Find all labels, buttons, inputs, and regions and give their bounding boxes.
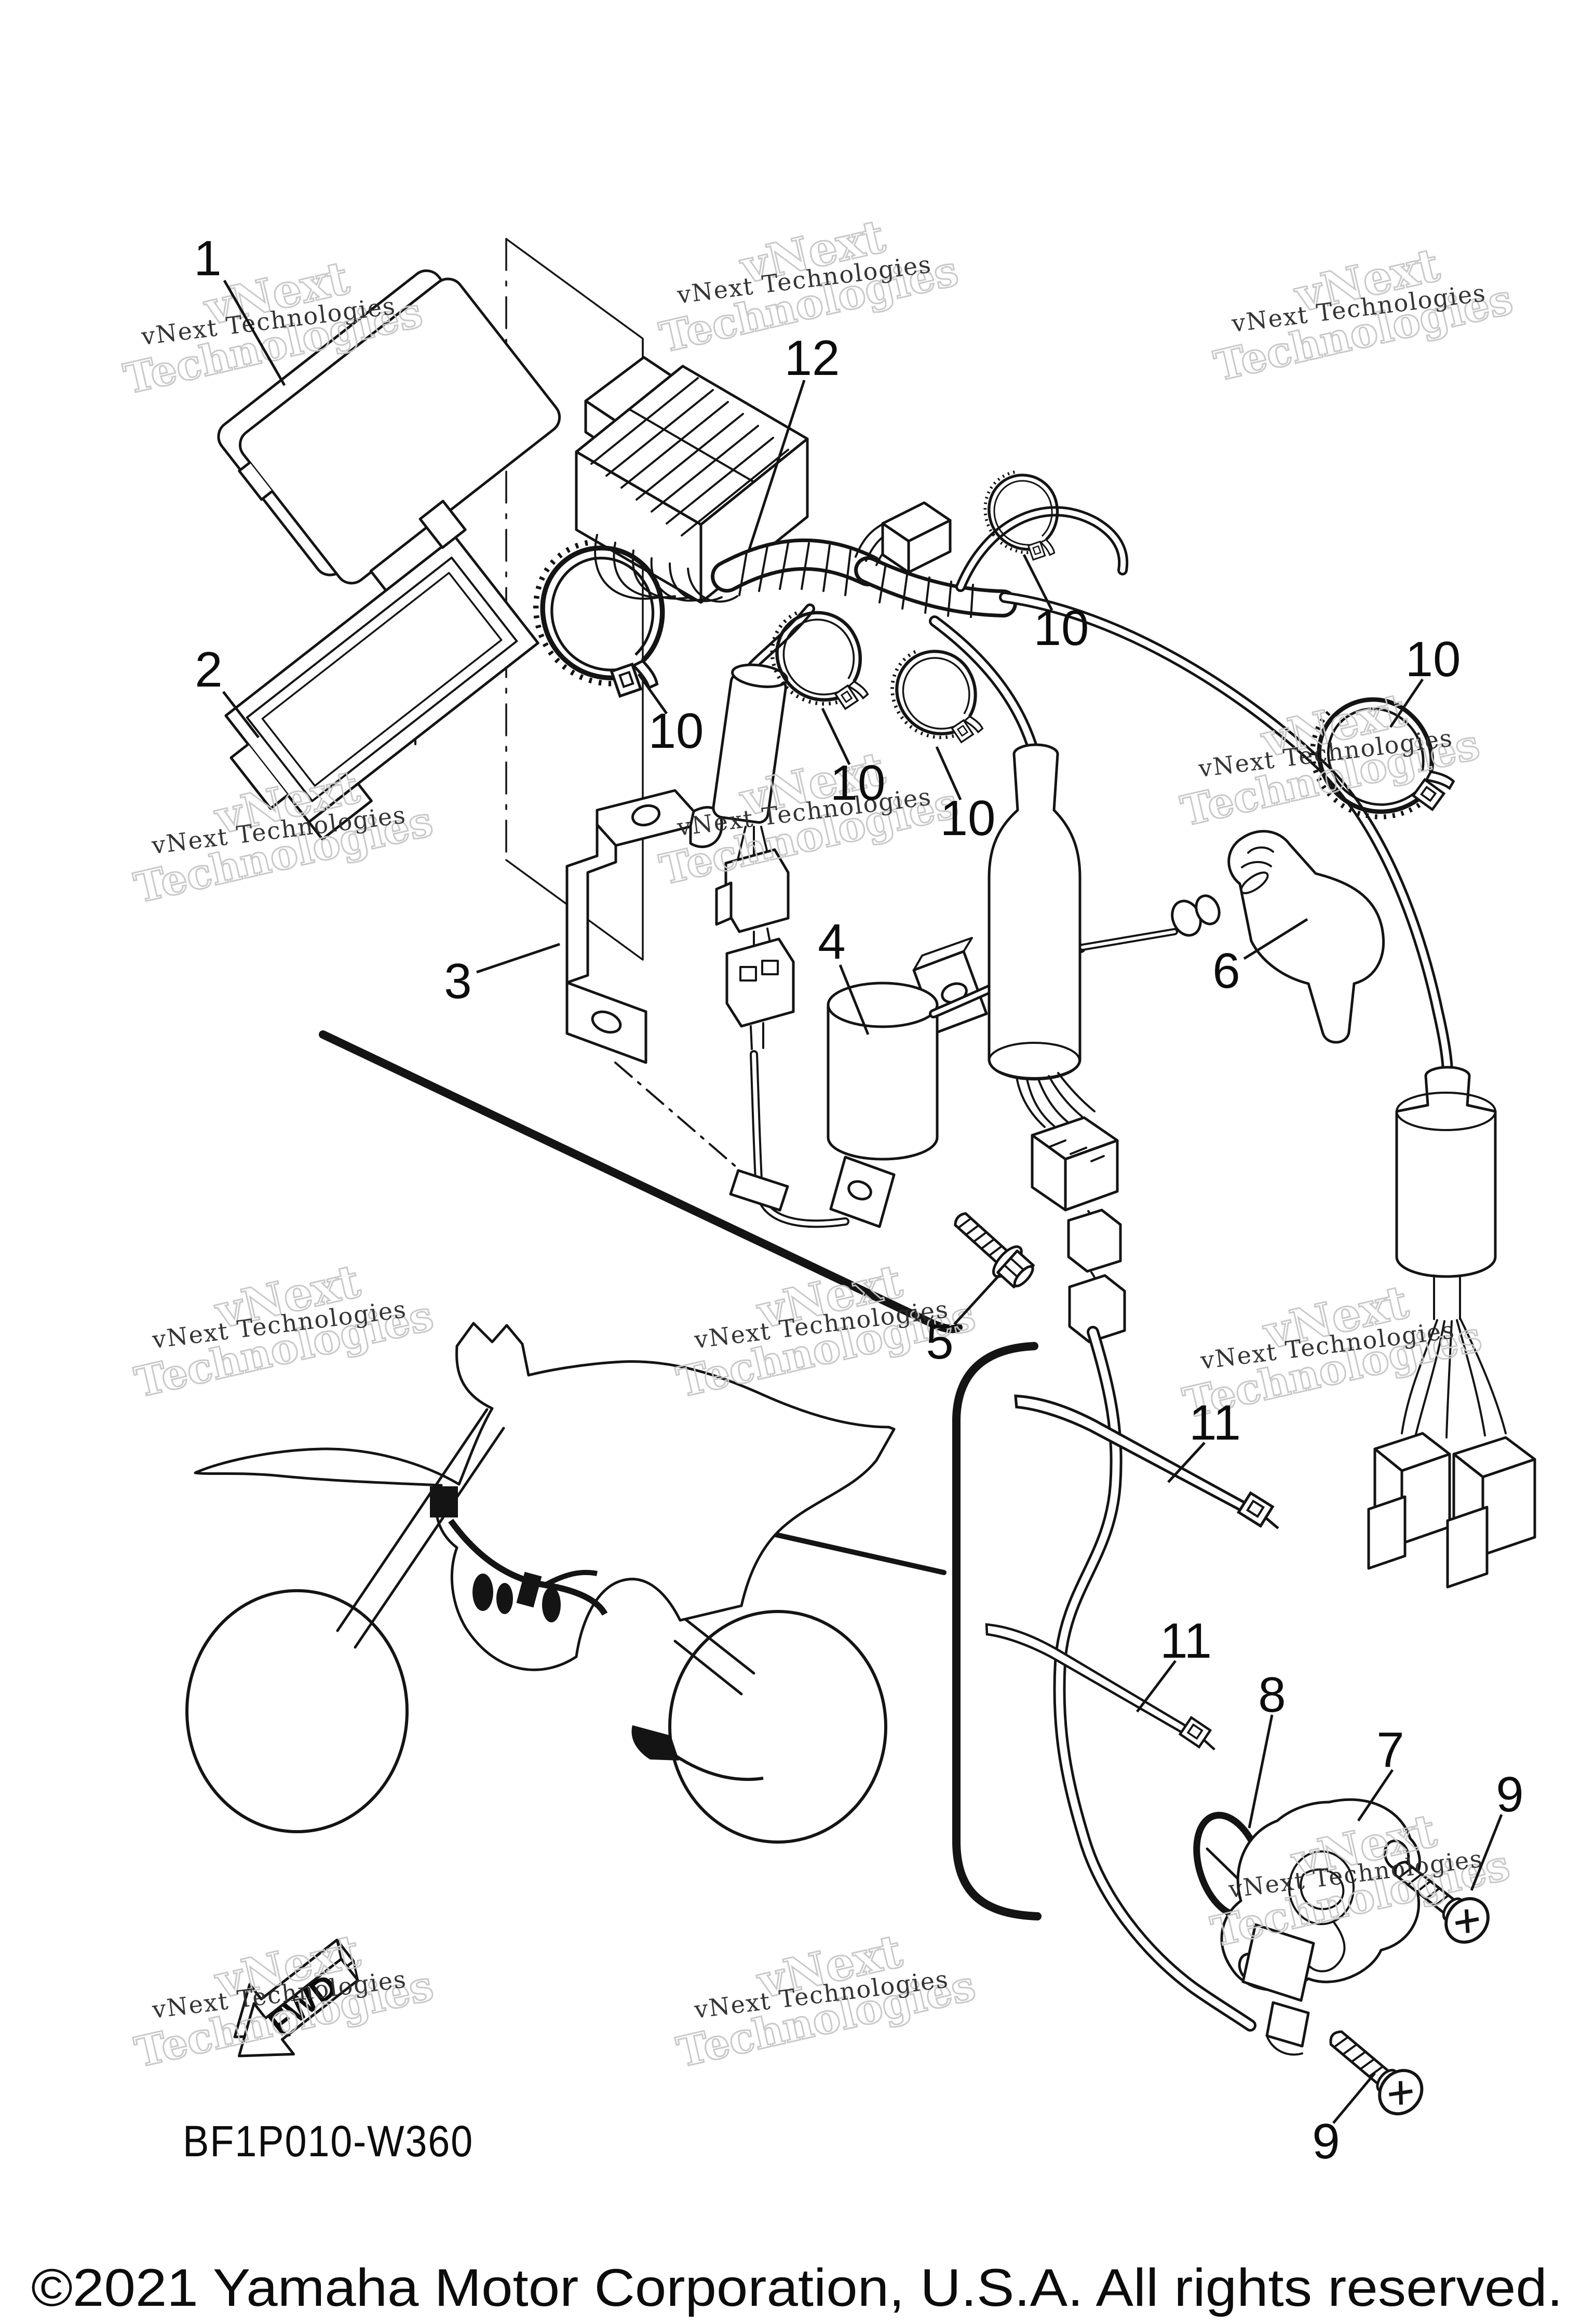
leader-9b	[1332, 2072, 1376, 2124]
watermark	[1197, 222, 1518, 392]
leader-10e	[1389, 678, 1424, 728]
leader-7	[1357, 1769, 1394, 1822]
copyright-text: ©2021 Yamaha Motor Corporation, U.S.A. A…	[31, 2258, 1563, 2317]
leader-10b	[821, 707, 851, 765]
callout-12: 12	[785, 330, 840, 386]
callout-4: 4	[818, 914, 845, 970]
leader-8	[1248, 1714, 1274, 1829]
leader-9a	[1470, 1814, 1503, 1891]
leader-11b	[1136, 1660, 1177, 1713]
pickup-lead-wire	[1053, 1326, 1256, 2032]
leader-12	[748, 380, 806, 550]
motorcycle-silhouette	[185, 1322, 896, 1844]
callout-5: 5	[926, 1314, 953, 1369]
spark-plug-cap	[1227, 830, 1385, 1044]
leader-6	[1243, 918, 1308, 960]
part-code: BF1P010-W360	[183, 2117, 474, 2166]
callout-layer: 1 2 3 4 5 6 7 8 9 9 10 10 10 10 10 11 11…	[194, 231, 1523, 2169]
divider-bracket	[952, 1342, 1042, 1920]
callout-1: 1	[194, 231, 221, 286]
wire-harness	[594, 501, 1454, 1092]
leader-11a	[1167, 1442, 1206, 1483]
callout-11b: 11	[1160, 1613, 1212, 1669]
mount-panel	[505, 238, 644, 961]
callout-10a: 10	[648, 703, 704, 759]
watermark	[1164, 667, 1485, 837]
watermark	[659, 1908, 981, 2078]
leader-5	[953, 1274, 1001, 1325]
cable-tie	[886, 642, 984, 753]
callout-10e: 10	[1405, 632, 1461, 687]
leader-10c	[935, 746, 962, 801]
right-coil	[1367, 1066, 1536, 1589]
callout-9b: 9	[1312, 2114, 1340, 2169]
leader-10d	[1022, 554, 1053, 611]
screw	[1318, 2018, 1430, 2123]
callout-9a: 9	[1496, 1767, 1523, 1822]
callout-10c: 10	[940, 790, 996, 846]
diagram-artwork: FWD	[185, 238, 1536, 2123]
leader-3	[476, 943, 560, 974]
leader-1	[223, 279, 286, 386]
callout-10d: 10	[1034, 600, 1089, 656]
callout-2: 2	[195, 642, 222, 697]
mid-coil	[988, 743, 1126, 1344]
callout-10b: 10	[830, 755, 886, 811]
callout-3: 3	[444, 953, 471, 1009]
leader-4	[839, 964, 870, 1035]
watermark	[117, 1238, 439, 1408]
leader-10a	[637, 673, 668, 715]
plug-terminal	[1079, 894, 1221, 951]
ignition-coil	[827, 937, 1086, 1228]
callout-7: 7	[1376, 1722, 1404, 1778]
leader-2	[222, 691, 260, 738]
callout-11a: 11	[1189, 1395, 1241, 1450]
callout-8: 8	[1258, 1667, 1286, 1723]
flange-bolt	[954, 1212, 1035, 1288]
callout-6: 6	[1212, 943, 1240, 999]
